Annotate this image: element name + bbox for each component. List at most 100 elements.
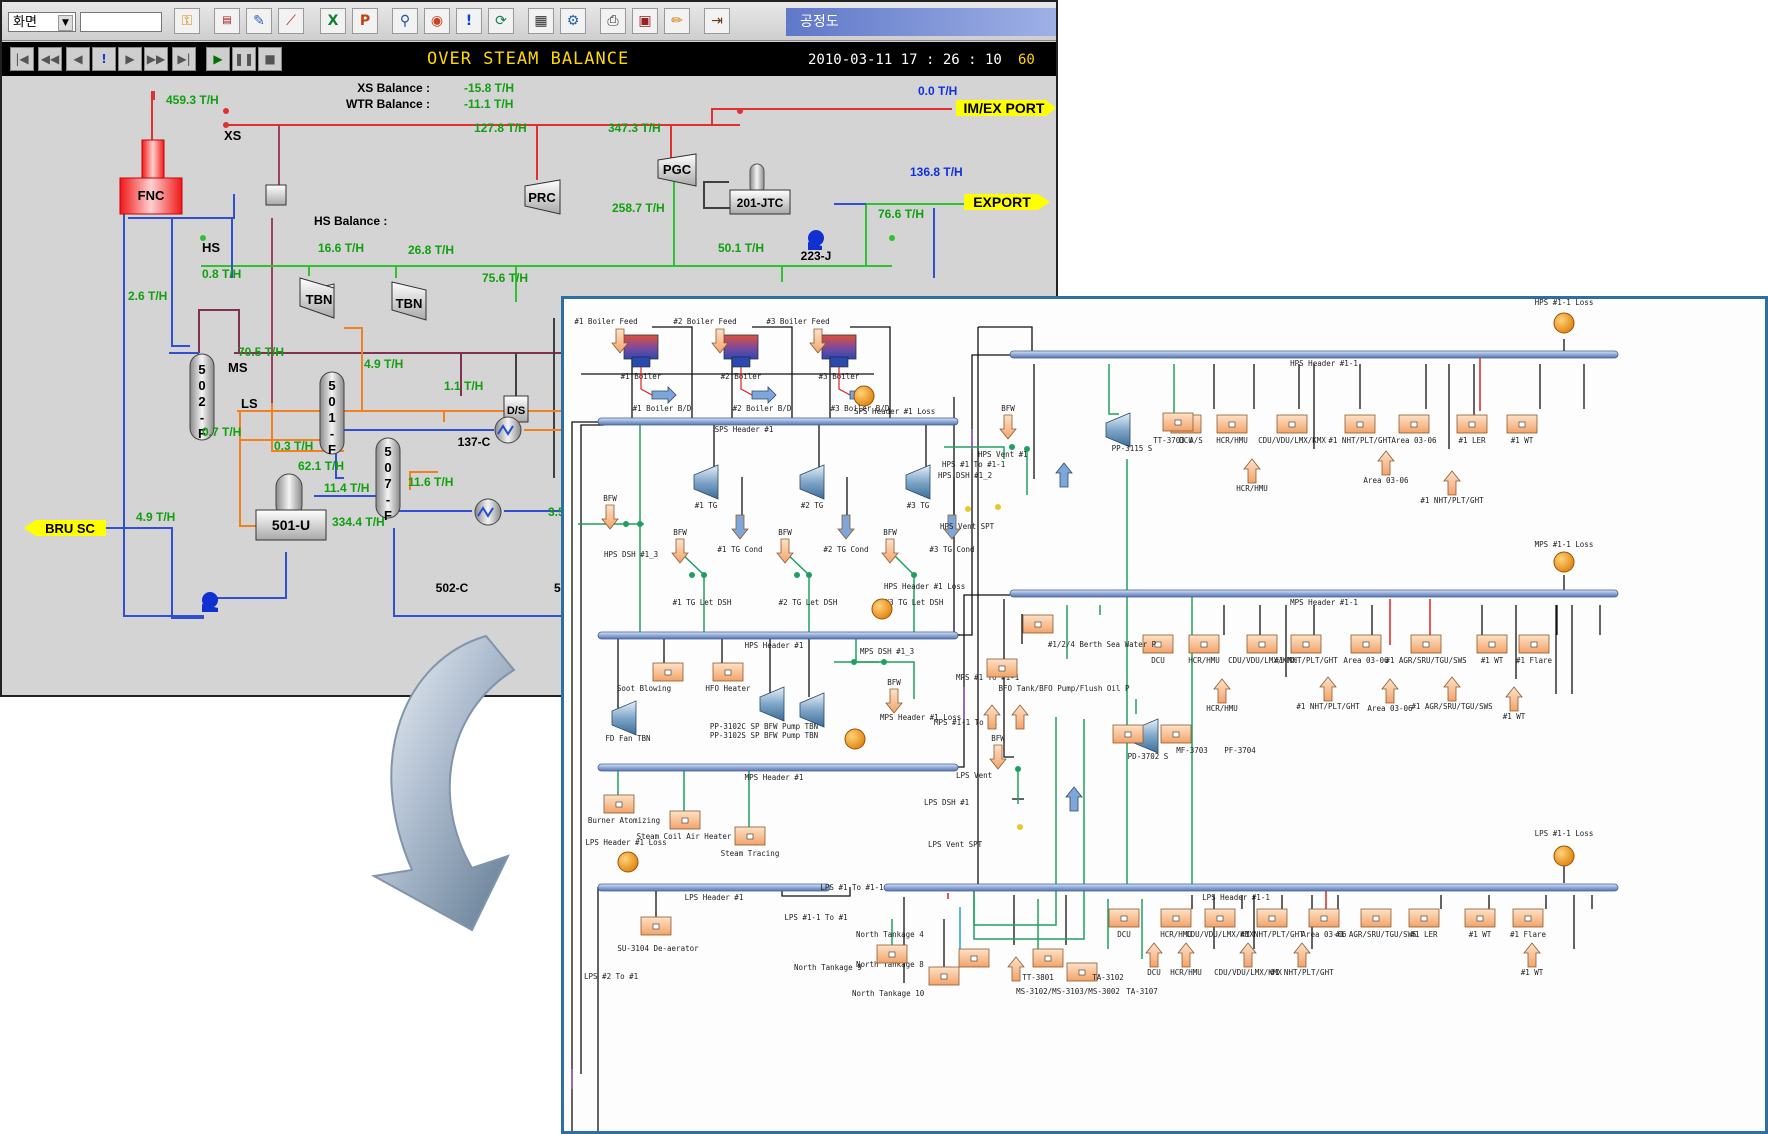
mps11-consumer-8[interactable]: #1 Flare [1516, 634, 1553, 665]
trend-icon[interactable]: ⟋ [278, 8, 304, 34]
boiler-feed-1-arrow[interactable] [611, 328, 629, 354]
qr-icon[interactable]: ▦ [528, 8, 554, 34]
boiler-feed-3-arrow[interactable] [809, 328, 827, 354]
vent-2[interactable] [1065, 786, 1083, 812]
exchanger-502-c[interactable] [474, 498, 502, 526]
boiler-2[interactable]: #2 Boiler#2 Boiler Feed#2 Boiler B/D [673, 317, 791, 413]
excel-icon[interactable]: X [320, 8, 346, 34]
refresh-icon[interactable]: ⟳ [488, 8, 514, 34]
hps-header-pipe[interactable] [597, 631, 959, 640]
hfo-box[interactable] [712, 662, 744, 682]
jtc-201-vessel[interactable]: 201-JTC [729, 163, 791, 215]
pgc-compressor[interactable]: PGC [657, 153, 697, 187]
settings-icon[interactable]: ⚙ [560, 8, 586, 34]
exchanger-137-c[interactable]: 137-C [458, 416, 522, 449]
fd-fan-turbine[interactable] [611, 700, 637, 736]
fnc-furnace[interactable]: FNC [119, 139, 183, 215]
alert-icon[interactable]: ! [456, 8, 482, 34]
rewind-fast-icon[interactable]: ◀◀ [38, 47, 62, 71]
bfo-arrow-2[interactable] [1011, 704, 1029, 730]
mf3703-box[interactable] [1112, 724, 1144, 744]
lps-11-header-pipe[interactable] [883, 883, 1619, 892]
tg-3[interactable]: #3 TG#3 TG Cond#3 TG Let DSH [885, 464, 975, 607]
bru-sc-port[interactable]: BRU SC [24, 520, 106, 536]
north-tankage-9-box[interactable] [876, 944, 908, 964]
exit-icon[interactable]: ⇥ [704, 8, 730, 34]
mps11-source-1[interactable]: HCR/HMU [1206, 678, 1238, 713]
mps11-consumer-1[interactable]: DCU [1142, 634, 1174, 665]
chevron-down-icon[interactable]: ▼ [58, 15, 73, 31]
hps11-source-3[interactable]: #1 NHT/PLT/GHT [1420, 470, 1484, 505]
mps-11-header-pipe[interactable] [1009, 589, 1619, 598]
bfw-pump-turbine-2[interactable] [799, 692, 825, 728]
north-tankage-10-box[interactable] [928, 966, 960, 986]
hps11-consumer-2[interactable]: HCR/HMU [1216, 414, 1248, 445]
berth-box[interactable] [1022, 614, 1054, 634]
tbn-turbine-2[interactable]: TBN [391, 281, 427, 321]
live-icon[interactable]: ! [92, 47, 116, 71]
bfo-arrow-1[interactable] [983, 704, 1001, 730]
export-port[interactable]: EXPORT [964, 194, 1050, 210]
tg-cond-2[interactable] [837, 514, 855, 540]
forward-fast-icon[interactable]: ▶▶ [144, 47, 168, 71]
mps11-consumer-3[interactable]: CDU/VDU/LMX/KMX [1228, 634, 1296, 665]
sps-loss-bubble[interactable] [853, 385, 875, 407]
lps11-consumer-2[interactable]: HCR/HMU [1160, 908, 1192, 939]
tt3801-box[interactable] [958, 948, 990, 968]
lps11-consumer-1[interactable]: DCU [1108, 908, 1140, 939]
prc-compressor[interactable]: PRC [524, 179, 561, 215]
mps-loss-bubble[interactable] [844, 728, 866, 750]
bfw-arrow-4[interactable]: BFW [881, 528, 899, 564]
valve-box[interactable] [265, 184, 287, 206]
burner-box[interactable] [603, 794, 635, 814]
hps11-source-1[interactable]: HCR/HMU [1236, 458, 1268, 493]
report-icon[interactable]: ▤ [214, 8, 240, 34]
lps-loss-bubble[interactable] [617, 851, 639, 873]
lps11-consumer-9[interactable]: #1 Flare [1510, 908, 1547, 939]
lps11-consumer-5[interactable]: Area 03-06 [1301, 908, 1347, 939]
bfw-arrow-1[interactable]: BFW [601, 494, 619, 530]
bfw-pump-turbine-1[interactable] [759, 686, 785, 722]
mps11-consumer-4[interactable]: #1 NHT/PLT/GHT [1274, 634, 1338, 665]
lps11-consumer-7[interactable]: #1 LER [1408, 908, 1440, 939]
pause-icon[interactable]: ❚❚ [232, 47, 256, 71]
u501-unit[interactable]: 501-U [255, 473, 327, 541]
bottom-pump[interactable] [202, 592, 218, 612]
lps11-consumer-8[interactable]: #1 WT [1464, 908, 1496, 939]
lps11-source-1[interactable]: DCU [1145, 942, 1163, 977]
imex-port[interactable]: IM/EX PORT [956, 100, 1056, 116]
mps11-consumer-5[interactable]: Area 03-06 [1343, 634, 1389, 665]
lps11-source-3[interactable]: CDU/VDU/LMX/KMX [1214, 942, 1282, 977]
pump-223-j[interactable]: 223-J [801, 230, 832, 263]
lps-header-pipe[interactable] [597, 883, 831, 892]
hps11-consumer-7[interactable]: #1 WT [1506, 414, 1538, 445]
bfw-arrow-7[interactable]: BFW [989, 734, 1007, 770]
key-icon[interactable]: ⚿ [174, 8, 200, 34]
bfw-arrow-3[interactable]: BFW [776, 528, 794, 564]
bfw-arrow-2[interactable]: BFW [671, 528, 689, 564]
play-icon[interactable]: ▶ [206, 47, 230, 71]
lps11-consumer-4[interactable]: #1 NHT/PLT/GHT [1240, 908, 1304, 939]
mps11-source-3[interactable]: Area 03-06 [1367, 678, 1413, 713]
pen-icon[interactable]: ✎ [246, 8, 272, 34]
step-back-icon[interactable]: ◀ [66, 47, 90, 71]
mps11-source-4[interactable]: #1 AGR/SRU/TGU/SWS [1411, 676, 1493, 711]
soot-box[interactable] [652, 662, 684, 682]
mps-header-pipe[interactable] [597, 763, 959, 772]
tg-cond-1[interactable] [731, 514, 749, 540]
mps11-source-5[interactable]: #1 WT [1503, 686, 1526, 721]
mps11-consumer-7[interactable]: #1 WT [1476, 634, 1508, 665]
sps-header-pipe[interactable] [597, 417, 959, 426]
window-icon[interactable]: ▣ [632, 8, 658, 34]
vent-1[interactable] [1055, 462, 1073, 488]
hps11-consumer-6[interactable]: #1 LER [1456, 414, 1488, 445]
mps-11-loss-bubble[interactable] [1553, 551, 1575, 573]
lps11-consumer-3[interactable]: CDU/VDU/LMX/KMX [1186, 908, 1254, 939]
boiler-feed-2-arrow[interactable] [711, 328, 729, 354]
steam-tracing-box[interactable] [734, 826, 766, 846]
lps11-consumer-6[interactable]: #1 AGR/SRU/TGU/SWS [1335, 908, 1417, 939]
step-forward-icon[interactable]: ▶ [118, 47, 142, 71]
